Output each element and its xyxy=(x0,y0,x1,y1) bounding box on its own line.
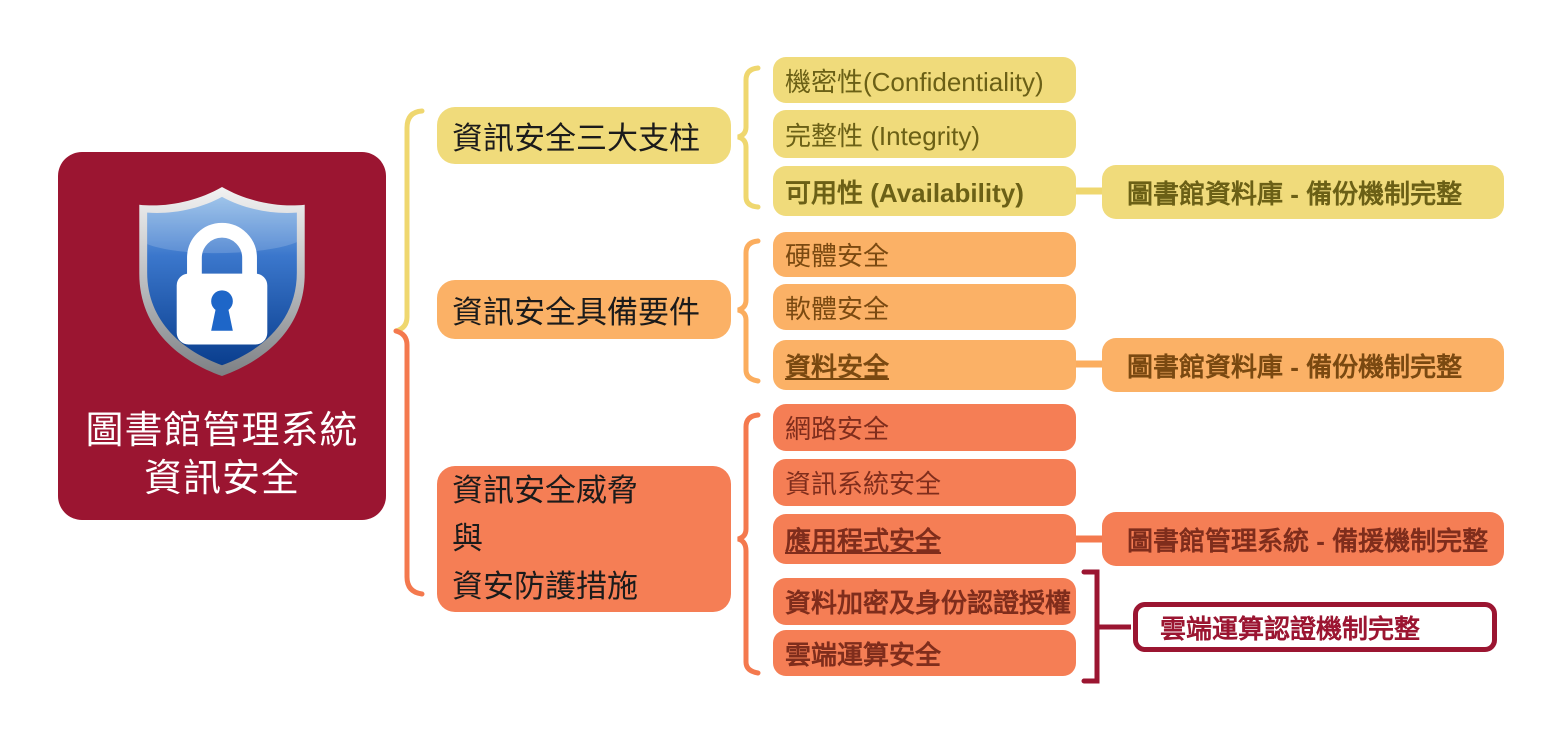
node-cloud-computing-security: 雲端運算安全 xyxy=(773,630,1076,676)
root-title-line1: 圖書館管理系統 xyxy=(85,410,359,452)
brace-requirements xyxy=(737,238,761,384)
node-application-security: 應用程式安全 xyxy=(773,514,1076,564)
note-backup-database-pillars: 圖書館資料庫 - 備份機制完整 xyxy=(1102,165,1504,219)
node-hardware-security-label: 硬體安全 xyxy=(785,241,890,271)
node-network-security: 網路安全 xyxy=(773,404,1076,451)
root-brace-top xyxy=(393,108,425,334)
branch-threats-label-line3: 資安防護措施 xyxy=(452,569,638,604)
node-cloud-computing-security-label: 雲端運算安全 xyxy=(785,639,942,670)
node-software-security-label: 軟體安全 xyxy=(785,293,890,324)
node-encryption-authentication-label: 資料加密及身份認證授權 xyxy=(785,588,1072,618)
node-network-security-label: 網路安全 xyxy=(785,414,890,444)
note-failover-system-label: 圖書館管理系統 - 備援機制完整 xyxy=(1127,525,1489,556)
note-backup-database-requirements: 圖書館資料庫 - 備份機制完整 xyxy=(1102,338,1504,392)
root-node: 圖書館管理系統 資訊安全 xyxy=(58,152,386,520)
node-information-system-security: 資訊系統安全 xyxy=(773,459,1076,506)
branch-threats-label-line1: 資訊安全威脅 xyxy=(452,473,638,508)
node-hardware-security: 硬體安全 xyxy=(773,232,1076,277)
branch-requirements-label: 資訊安全具備要件 xyxy=(452,295,700,330)
node-confidentiality: 機密性(Confidentiality) xyxy=(773,57,1076,103)
branch-requirements-node: 資訊安全具備要件 xyxy=(437,280,731,339)
node-availability: 可用性 (Availability) xyxy=(773,166,1076,216)
note-backup-database-pillars-label: 圖書館資料庫 - 備份機制完整 xyxy=(1127,178,1463,209)
shield-lock-icon xyxy=(139,186,305,377)
node-integrity: 完整性 (Integrity) xyxy=(773,110,1076,158)
node-information-system-security-label: 資訊系統安全 xyxy=(785,469,942,499)
node-integrity-label: 完整性 (Integrity) xyxy=(785,120,981,151)
node-encryption-authentication: 資料加密及身份認證授權 xyxy=(773,578,1076,625)
root-title: 圖書館管理系統 資訊安全 xyxy=(58,407,386,503)
note-cloud-certification-label: 雲端運算認證機制完整 xyxy=(1160,613,1421,644)
node-application-security-label: 應用程式安全 xyxy=(785,525,942,556)
brace-threats xyxy=(737,412,761,676)
brace-pillars xyxy=(737,65,761,210)
branch-threats-label: 資訊安全威脅 與 資安防護措施 xyxy=(452,467,638,611)
note-cloud-certification: 雲端運算認證機制完整 xyxy=(1133,602,1497,652)
branch-pillars-node: 資訊安全三大支柱 xyxy=(437,107,731,164)
node-data-security: 資料安全 xyxy=(773,340,1076,390)
node-software-security: 軟體安全 xyxy=(773,284,1076,330)
root-title-line2: 資訊安全 xyxy=(143,458,300,500)
branch-threats-label-line2: 與 xyxy=(452,521,483,556)
group-bracket xyxy=(1081,569,1100,684)
note-failover-system: 圖書館管理系統 - 備援機制完整 xyxy=(1102,512,1504,566)
node-confidentiality-label: 機密性(Confidentiality) xyxy=(785,66,1044,97)
node-availability-label: 可用性 (Availability) xyxy=(785,177,1024,208)
branch-pillars-label: 資訊安全三大支柱 xyxy=(452,121,700,156)
branch-threats-node: 資訊安全威脅 與 資安防護措施 xyxy=(437,466,731,612)
root-brace-bottom xyxy=(393,328,425,597)
node-data-security-label: 資料安全 xyxy=(785,351,890,382)
note-backup-database-requirements-label: 圖書館資料庫 - 備份機制完整 xyxy=(1127,351,1463,382)
